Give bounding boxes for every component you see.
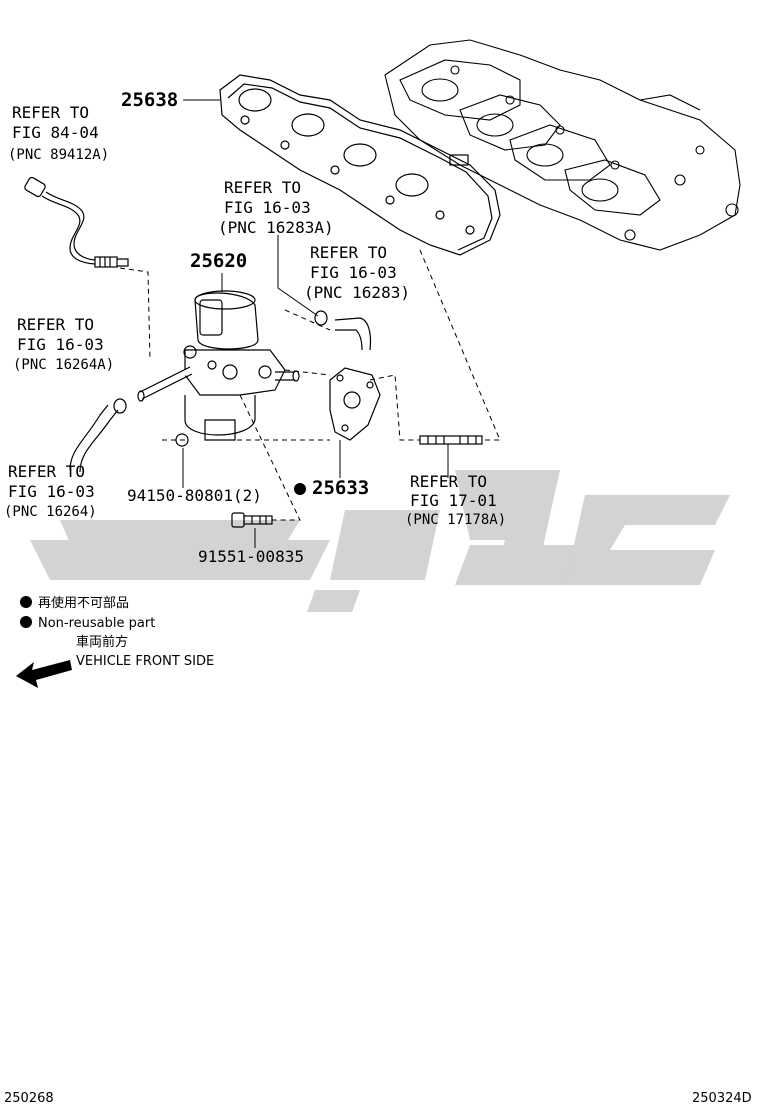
footer-right-code: 250324D (692, 1091, 752, 1106)
exhaust-manifold-drawing (219, 74, 501, 256)
bolt-drawing (231, 512, 273, 528)
ref-fig-16-03b-line1: REFER TO (310, 243, 388, 262)
legend-dot-icon (20, 616, 32, 628)
legend-dot-icon (20, 596, 32, 608)
legend-non-reusable-en-text: Non-reusable part (38, 616, 156, 631)
ref-fig-16-03b-line3: (PNC 16283) (304, 283, 410, 302)
ref-fig-16-03d-line1: REFER TO (8, 462, 86, 481)
legend-non-reusable-jp: 再使用不可部品 (20, 596, 129, 610)
label-bolt-part: 91551-00835 (198, 547, 304, 566)
legend-front-jp: 車両前方 (76, 635, 129, 650)
hose-drawings (69, 310, 372, 473)
ref-fig-16-03c-line3: (PNC 16264A) (13, 357, 115, 373)
label-nut-part: 94150-80801(2) (127, 486, 262, 505)
ref-fig-17-01-line2: FIG 17-01 (410, 491, 497, 510)
oxygen-sensor-drawing (24, 176, 129, 268)
ref-fig-16-03c-line1: REFER TO (17, 315, 95, 334)
ref-fig-17-01-line3: (PNC 17178A) (405, 512, 507, 528)
ref-fig-17-01-line1: REFER TO (410, 472, 488, 491)
vehicle-front-arrow-icon (16, 660, 72, 688)
ref-fig-16-03a-line3: (PNC 16283A) (218, 218, 334, 237)
footer-left-code: 250268 (4, 1091, 54, 1106)
ref-fig-16-03d-line2: FIG 16-03 (8, 482, 95, 501)
ref-fig-16-03d-line3: (PNC 16264) (4, 504, 97, 520)
stud-drawing (419, 435, 483, 445)
watermark-logo (30, 470, 730, 612)
leader-lines (182, 99, 449, 548)
ref-fig-16-03c-line2: FIG 16-03 (17, 335, 104, 354)
egr-valve-drawing (137, 290, 300, 447)
cylinder-head-drawing (384, 39, 741, 251)
ref-fig-84-04-line2: FIG 84-04 (12, 123, 99, 142)
legend-front-en: VEHICLE FRONT SIDE (76, 654, 215, 669)
ref-fig-84-04-line1: REFER TO (12, 103, 90, 122)
ref-fig-16-03a-line2: FIG 16-03 (224, 198, 311, 217)
label-gasket-part: 25633 (294, 479, 369, 498)
assembly-dashed-lines (119, 249, 501, 521)
legend-non-reusable-jp-text: 再使用不可部品 (38, 596, 130, 611)
egr-gasket-drawing (329, 367, 381, 441)
ref-fig-16-03b-line2: FIG 16-03 (310, 263, 397, 282)
ref-fig-84-04-line3: (PNC 89412A) (8, 147, 110, 163)
ref-fig-16-03a-line1: REFER TO (224, 178, 302, 197)
legend-non-reusable-en: Non-reusable part (20, 616, 155, 630)
label-valve-part: 25620 (190, 250, 248, 272)
non-reusable-dot-icon (294, 483, 306, 495)
gasket-part-number: 25633 (312, 477, 370, 499)
label-manifold-part: 25638 (121, 89, 179, 111)
